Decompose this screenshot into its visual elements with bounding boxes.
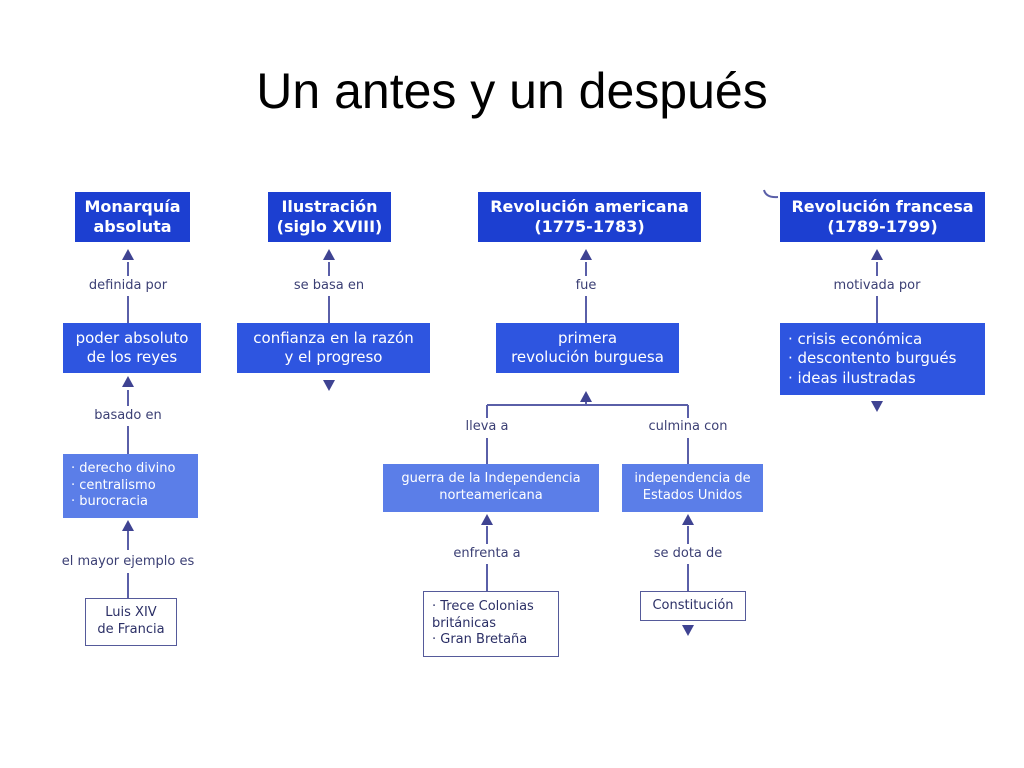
node-trece-colonias-list: · Trece Colonias británicas · Gran Breta… [423,591,559,657]
arrow-up-icon [871,249,883,260]
node-constitucion: Constitución [640,591,746,621]
arrow-up-icon [580,391,592,402]
arrow-up-icon [122,249,134,260]
arrow-down-icon [323,380,335,391]
arrow-up-icon [122,520,134,531]
node-derecho-divino-list: · derecho divino · centralismo · burocra… [63,454,198,518]
arrow-up-icon [580,249,592,260]
link-lleva-a: lleva a [462,419,512,434]
node-crisis-economica-list: · crisis económica · descontento burgués… [780,323,985,395]
node-ilustracion: Ilustración (siglo XVIII) [268,192,391,242]
arrow-up-icon [682,514,694,525]
link-fue: fue [572,278,600,293]
link-se-dota-de: se dota de [650,546,726,561]
arrow-down-icon [871,401,883,412]
link-el-mayor-ejemplo-es: el mayor ejemplo es [58,554,198,569]
node-independencia-estados-unidos: independencia de Estados Unidos [622,464,763,512]
link-culmina-con: culmina con [645,419,731,434]
arrow-down-icon [682,625,694,636]
link-se-basa-en: se basa en [290,278,368,293]
node-confianza-en-la-razon: confianza en la razón y el progreso [237,323,430,373]
arrow-up-icon [122,376,134,387]
node-luis-xiv: Luis XIV de Francia [85,598,177,646]
arrow-up-icon [481,514,493,525]
node-revolucion-francesa: Revolución francesa (1789-1799) [780,192,985,242]
page-title: Un antes y un después [256,63,768,119]
node-guerra-independencia: guerra de la Independencia norteamerican… [383,464,599,512]
link-definida-por: definida por [85,278,171,293]
link-enfrenta-a: enfrenta a [450,546,524,561]
arrow-up-icon [323,249,335,260]
node-monarquia-absoluta: Monarquía absoluta [75,192,190,242]
node-revolucion-americana: Revolución americana (1775-1783) [478,192,701,242]
node-primera-revolucion-burguesa: primera revolución burguesa [496,323,679,373]
node-poder-absoluto: poder absoluto de los reyes [63,323,201,373]
link-basado-en: basado en [91,408,165,423]
link-motivada-por: motivada por [830,278,924,293]
